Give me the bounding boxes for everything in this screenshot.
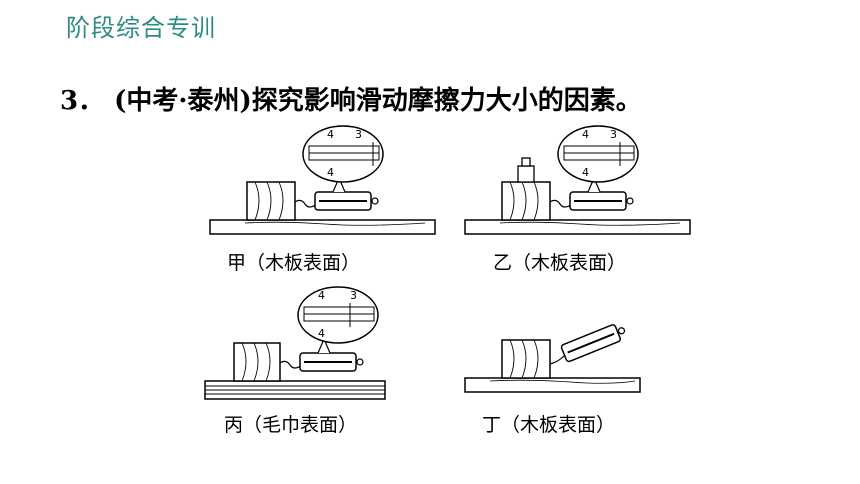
experiment-diagram-bing: 4 3 4 xyxy=(204,286,386,400)
gauge-label-top-left: 4 xyxy=(582,128,589,141)
gauge-label-top-left: 4 xyxy=(318,289,325,302)
gauge-label-bottom: 4 xyxy=(582,166,589,179)
figure-jia: 4 3 4 xyxy=(205,120,445,250)
caption-ding: 丁（木板表面） xyxy=(482,414,616,436)
gauge-label-bottom: 4 xyxy=(327,166,334,179)
question-line: 3． (中考·泰州)探究影响滑动摩擦力大小的因素。 xyxy=(60,80,642,117)
section-header: 阶段综合专训 xyxy=(66,14,216,42)
gauge-label-top-left: 4 xyxy=(327,128,334,141)
gauge-label-bottom: 4 xyxy=(318,327,325,340)
experiment-diagram-yi: 4 3 4 xyxy=(464,125,691,235)
gauge-label-top-right: 3 xyxy=(610,128,617,141)
experiment-diagram-ding xyxy=(464,324,641,393)
figure-bing: 4 3 4 xyxy=(200,283,440,413)
caption-jia: 甲（木板表面） xyxy=(227,252,361,274)
caption-yi: 乙（木板表面） xyxy=(493,252,627,274)
gauge-label-top-right: 3 xyxy=(350,289,357,302)
experiment-diagram-jia: 4 3 4 xyxy=(209,125,436,235)
figure-ding xyxy=(460,310,700,410)
question-text: (中考·泰州)探究影响滑动摩擦力大小的因素。 xyxy=(114,86,642,116)
caption-bing: 丙（毛巾表面） xyxy=(224,414,358,436)
question-number: 3． xyxy=(60,86,105,116)
gauge-label-top-right: 3 xyxy=(355,128,362,141)
figure-yi: 4 3 4 xyxy=(460,120,700,250)
